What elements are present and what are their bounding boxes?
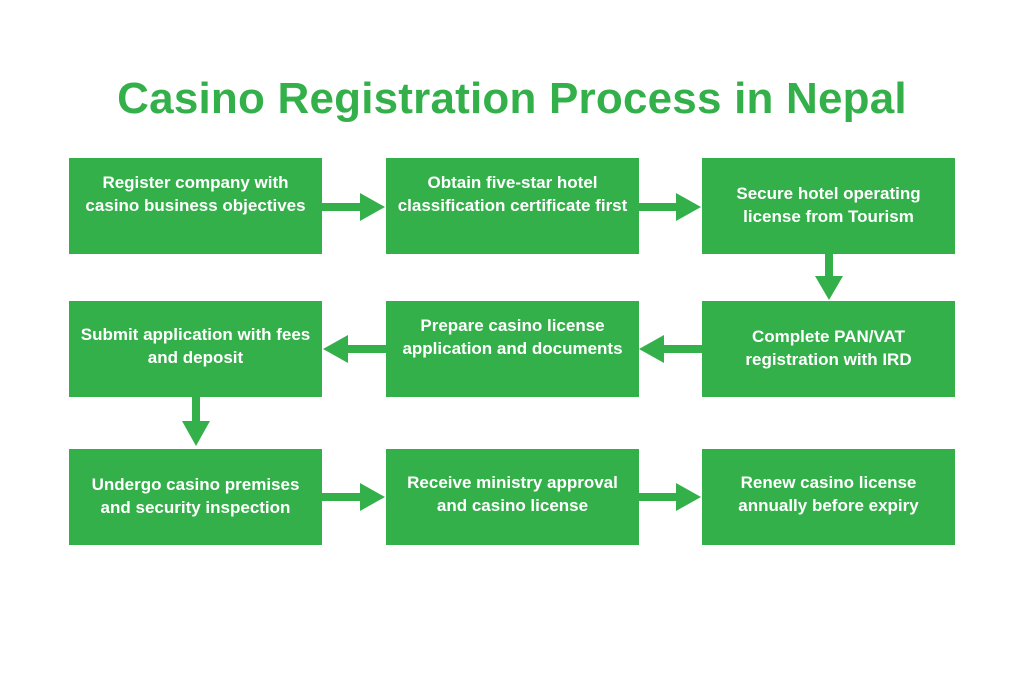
arrow-right-2-3 [638, 193, 701, 221]
step-5-label: Prepare casino license application and d… [402, 316, 623, 358]
step-7-label: Undergo casino premises and security ins… [91, 475, 300, 517]
arrow-left-4-5 [639, 335, 702, 363]
arrow-right-7-8 [322, 483, 385, 511]
step-6-box: Submit application with fees and deposit [69, 301, 322, 397]
step-7-box: Undergo casino premises and security ins… [69, 449, 322, 545]
step-5-box: Prepare casino license application and d… [386, 301, 639, 397]
arrow-down-3-4 [815, 254, 843, 300]
step-9-box: Renew casino license annually before exp… [702, 449, 955, 545]
step-9-label: Renew casino license annually before exp… [738, 473, 919, 515]
arrow-down-6-7 [182, 397, 210, 446]
step-3-box: Secure hotel operating license from Tour… [702, 158, 955, 254]
arrow-right-8-9 [638, 483, 701, 511]
step-2-box: Obtain five-star hotel classification ce… [386, 158, 639, 254]
step-8-label: Receive ministry approval and casino lic… [407, 473, 618, 515]
step-8-box: Receive ministry approval and casino lic… [386, 449, 639, 545]
step-2-label: Obtain five-star hotel classification ce… [397, 173, 628, 215]
step-1-box: Register company with casino business ob… [69, 158, 322, 254]
step-3-label: Secure hotel operating license from Tour… [736, 184, 921, 226]
step-4-label: Complete PAN/VAT registration with IRD [745, 327, 912, 369]
arrow-left-5-6 [323, 335, 386, 363]
arrow-right-1-2 [322, 193, 385, 221]
page-title: Casino Registration Process in Nepal [117, 74, 907, 123]
step-6-label: Submit application with fees and deposit [80, 325, 311, 367]
step-4-box: Complete PAN/VAT registration with IRD [702, 301, 955, 397]
step-1-label: Register company with casino business ob… [85, 173, 306, 215]
